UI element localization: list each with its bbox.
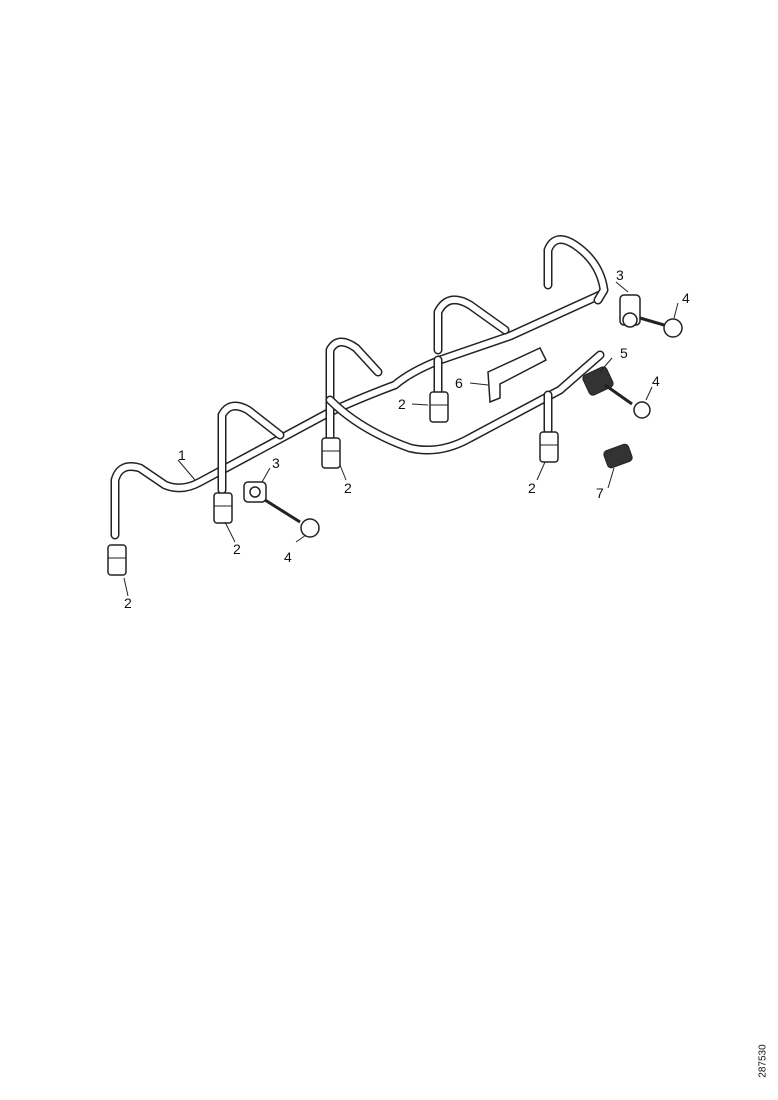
bolt-right-mid: [604, 383, 651, 419]
callout-3-a: 3: [272, 455, 280, 471]
callout-4-a: 4: [284, 549, 292, 565]
callout-2-b: 2: [233, 541, 241, 557]
pipe-assembly: [110, 235, 609, 540]
callout-2-c: 2: [344, 480, 352, 496]
injector-nut-1: [107, 544, 127, 576]
callout-7: 7: [596, 485, 604, 501]
callout-3-b: 3: [616, 267, 624, 283]
callout-1: 1: [178, 447, 186, 463]
clamp-left: [243, 481, 267, 503]
callout-4-b: 4: [682, 290, 690, 306]
bolt-left: [264, 498, 320, 538]
document-number-text: 287530: [757, 1044, 769, 1078]
callouts: 1 2 2 2 2 2 3 3 4 4 4 5 6 7: [124, 267, 690, 611]
leader-lines: [123, 281, 679, 597]
injector-nut-3: [321, 437, 341, 469]
bracket: [487, 347, 548, 404]
callout-2-e: 2: [528, 480, 536, 496]
injector-nut-4: [429, 391, 449, 423]
injector-nut-2: [213, 492, 233, 524]
callout-4-c: 4: [652, 373, 660, 389]
document-number: 287530: [752, 1022, 774, 1100]
bolt-right-top: [639, 316, 683, 338]
clamp-right: [619, 294, 641, 328]
callout-2-d: 2: [398, 396, 406, 412]
callout-5: 5: [620, 345, 628, 361]
fitting: [603, 443, 633, 469]
injector-nut-5: [539, 431, 559, 463]
clamp-block: [582, 366, 614, 396]
callout-2-a: 2: [124, 595, 132, 611]
callout-6: 6: [455, 375, 463, 391]
